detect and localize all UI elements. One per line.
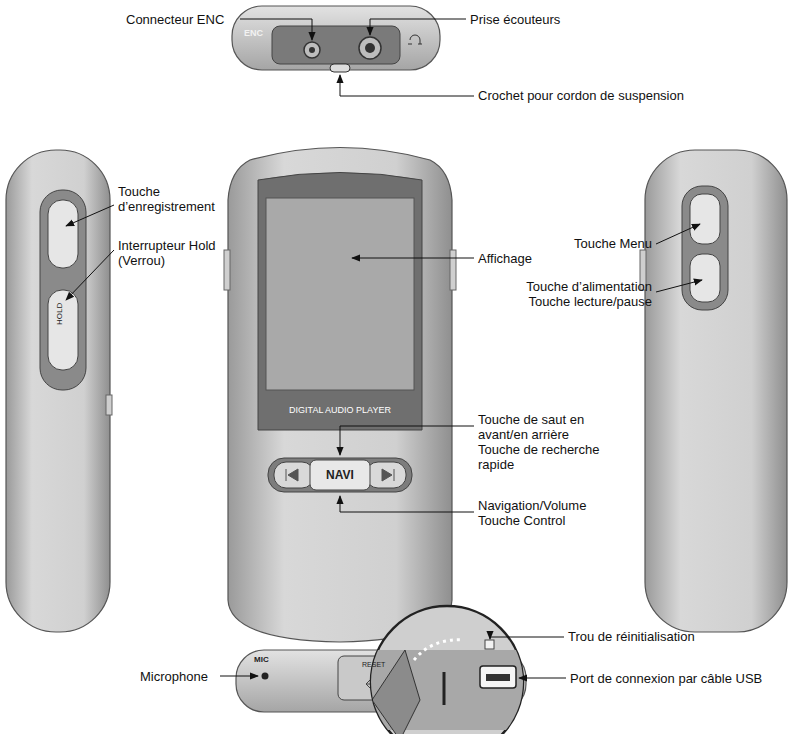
part-label: Touche Menu xyxy=(512,236,652,251)
device-marking: RESET xyxy=(362,660,385,669)
part-label: Prise écouteurs xyxy=(470,12,560,27)
part-label: Touche lecture/pause xyxy=(512,294,652,309)
part-label: Touche de recherche rapide xyxy=(478,442,613,472)
part-label: Crochet pour cordon de suspension xyxy=(478,88,684,103)
part-label: Microphone xyxy=(140,669,208,684)
device-marking: HOLD xyxy=(55,303,65,325)
part-label: Port de connexion par câble USB xyxy=(570,671,762,686)
part-label: Touche d’enregistrement xyxy=(118,184,223,214)
part-label: Touche d’alimentation xyxy=(512,279,652,294)
device-marking: ENC xyxy=(244,28,263,39)
part-label: Connecteur ENC xyxy=(126,12,224,27)
part-label: Touche de saut en avant/en arrière xyxy=(478,412,613,442)
device-marking: MIC xyxy=(254,655,269,665)
part-label: Trou de réinitialisation xyxy=(568,629,695,644)
part-label: Interrupteur Hold (Verrou) xyxy=(118,238,218,268)
device-marking: NAVI xyxy=(310,468,370,482)
part-label: Navigation/Volume Touche Control xyxy=(478,498,608,528)
device-marking: DIGITAL AUDIO PLAYER xyxy=(266,405,414,416)
part-label: Affichage xyxy=(478,251,532,266)
